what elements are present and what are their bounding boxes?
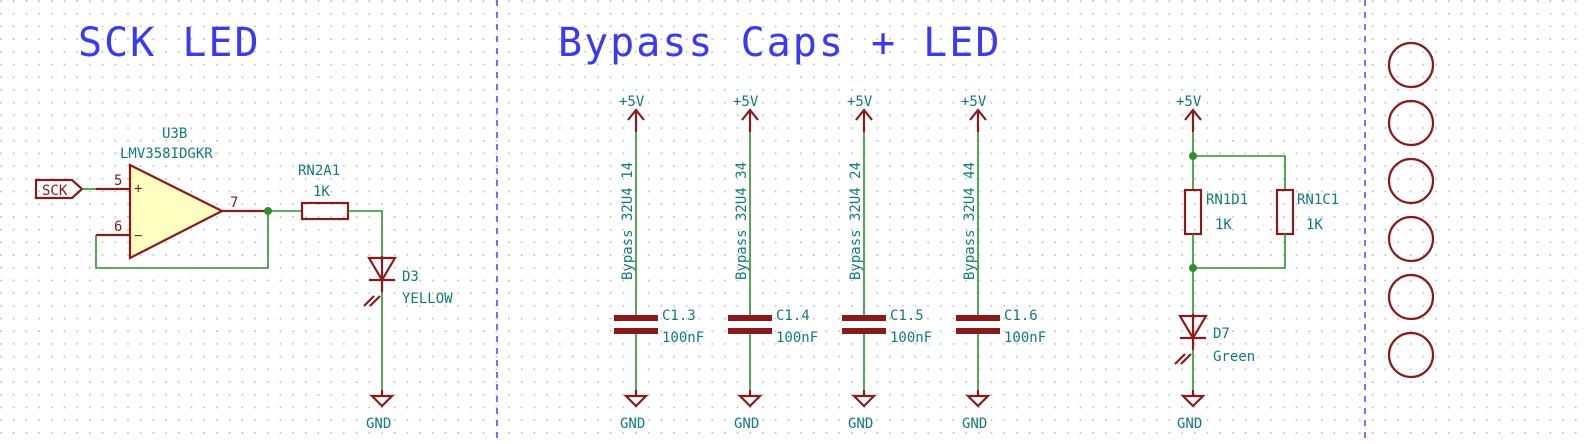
gnd-symbol[interactable]	[737, 390, 763, 408]
rn1c1-value: 1K	[1306, 217, 1323, 233]
opamp-pin-5: 5	[114, 173, 122, 189]
gnd-symbol[interactable]	[369, 390, 395, 408]
power-label: +5V	[619, 94, 645, 110]
capacitor[interactable]	[842, 315, 886, 334]
gnd-symbol[interactable]	[1180, 390, 1206, 408]
capacitor-value: 100nF	[890, 330, 932, 346]
gnd-label: GND	[620, 416, 645, 432]
mounting-hole[interactable]	[1387, 41, 1435, 89]
bypass-cap-column: +5V Bypass 32U4 24 C1.5 100nF GND	[842, 94, 932, 432]
mounting-hole[interactable]	[1387, 273, 1435, 321]
rn1c1-ref: RN1C1	[1297, 192, 1339, 208]
d7-value: Green	[1213, 349, 1255, 365]
mounting-hole[interactable]	[1387, 331, 1435, 379]
capacitor-value: 100nF	[1004, 330, 1046, 346]
opamp-minus-sign: −	[134, 228, 142, 244]
power-label: +5V	[961, 94, 987, 110]
bypass-caps-group: +5V Bypass 32U4 14 C1.3 100nF GND +5V Bypass 3…	[614, 94, 1046, 432]
power-symbol-d7[interactable]	[1184, 108, 1202, 132]
gnd-label: GND	[848, 416, 873, 432]
opamp-ref: U3B	[162, 126, 187, 142]
power-led-circuit: +5V RN1D1 1K RN1C1 1K D7 Green	[1174, 94, 1339, 432]
gnd-label: GND	[734, 416, 759, 432]
capacitor-ref: C1.3	[662, 308, 696, 324]
mounting-hole[interactable]	[1387, 215, 1435, 263]
bypass-net-label: Bypass 32U4 24	[848, 162, 864, 280]
power-symbol[interactable]	[969, 108, 987, 132]
capacitor[interactable]	[956, 315, 1000, 334]
rn1d1-value: 1K	[1215, 217, 1232, 233]
capacitor-value: 100nF	[662, 330, 704, 346]
gnd-symbol[interactable]	[965, 390, 991, 408]
power-symbol[interactable]	[855, 108, 873, 132]
opamp-plus-sign: +	[134, 181, 142, 197]
bypass-net-label: Bypass 32U4 14	[620, 162, 636, 280]
capacitor-ref: C1.4	[776, 308, 810, 324]
bypass-cap-column: +5V Bypass 32U4 14 C1.3 100nF GND	[614, 94, 704, 432]
power-label-d7: +5V	[1176, 94, 1202, 110]
sck-label-text: SCK	[42, 183, 68, 199]
gnd-label: GND	[366, 416, 391, 432]
junction-dot	[1189, 264, 1197, 272]
opamp-pin-7: 7	[230, 195, 238, 211]
capacitor-ref: C1.6	[1004, 308, 1038, 324]
gnd-label: GND	[1177, 416, 1202, 432]
capacitor-ref: C1.5	[890, 308, 924, 324]
capacitor-value: 100nF	[776, 330, 818, 346]
gnd-symbol[interactable]	[851, 390, 877, 408]
power-symbol[interactable]	[627, 108, 645, 132]
d7-ref: D7	[1213, 326, 1230, 342]
sck-led-circuit: SCK 5 6 7 + − U3B LMV358IDGKR RN2A1 1K D	[34, 126, 453, 432]
power-label: +5V	[733, 94, 759, 110]
opamp-pin-6: 6	[114, 219, 122, 235]
bypass-cap-column: +5V Bypass 32U4 44 C1.6 100nF GND	[956, 94, 1046, 432]
rn2a1-value: 1K	[313, 184, 330, 200]
mounting-hole[interactable]	[1387, 99, 1435, 147]
d3-value: YELLOW	[402, 291, 453, 307]
sck-global-label[interactable]	[34, 178, 84, 200]
gnd-symbol[interactable]	[623, 390, 649, 408]
power-label: +5V	[847, 94, 873, 110]
opamp-value: LMV358IDGKR	[120, 146, 213, 162]
rn2a1-ref: RN2A1	[298, 163, 340, 179]
led-d7[interactable]	[1174, 314, 1208, 365]
mounting-hole[interactable]	[1387, 157, 1435, 205]
bypass-net-label: Bypass 32U4 34	[734, 162, 750, 280]
gnd-label: GND	[962, 416, 987, 432]
bypass-cap-column: +5V Bypass 32U4 34 C1.4 100nF GND	[728, 94, 818, 432]
led-d3[interactable]	[363, 256, 397, 307]
rn1d1-ref: RN1D1	[1206, 192, 1248, 208]
section-title-sck-led: SCK LED	[78, 20, 261, 66]
opamp-u3b[interactable]	[128, 163, 225, 260]
capacitor[interactable]	[728, 315, 772, 334]
section-title-bypass: Bypass Caps + LED	[558, 20, 1001, 66]
bypass-net-label: Bypass 32U4 44	[962, 162, 978, 280]
capacitor[interactable]	[614, 315, 658, 334]
d3-ref: D3	[402, 269, 419, 285]
power-symbol[interactable]	[741, 108, 759, 132]
mounting-holes	[1387, 41, 1435, 379]
